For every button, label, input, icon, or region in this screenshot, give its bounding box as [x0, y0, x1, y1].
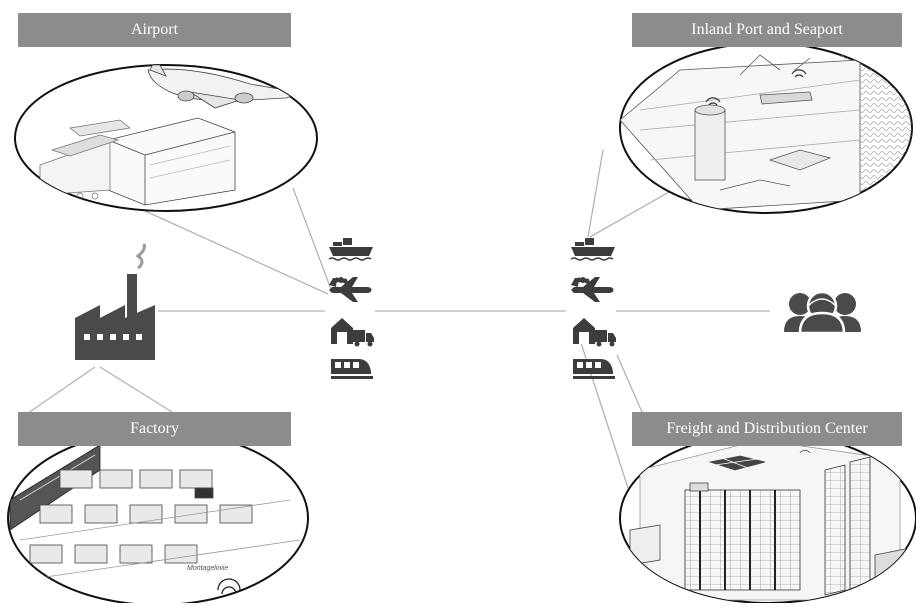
cargo-ship-icon: [328, 238, 373, 261]
line-factory-callout-a: [17, 366, 96, 421]
airplane-drawing: [147, 65, 292, 109]
airplane-icon: [329, 277, 372, 302]
port-scene: [619, 42, 913, 214]
hub-right: [570, 238, 616, 379]
line-freight-callout-b: [616, 354, 643, 413]
label-airport: Airport: [18, 13, 291, 47]
train-icon: [573, 359, 615, 379]
line-factory-callout-b: [99, 366, 173, 413]
line-airport-callout-b: [144, 210, 329, 295]
airplane-icon: [571, 277, 614, 302]
barge-drawing: [759, 91, 813, 105]
line-port-callout-a: [587, 149, 604, 238]
factory-icon: [75, 243, 155, 360]
label-freight-distribution-center: Freight and Distribution Center: [632, 412, 902, 446]
high-bay-rack-left: [684, 482, 801, 591]
factory-scene: [7, 430, 309, 606]
airport-scene: [14, 64, 318, 212]
factory-assembly-sign: Montageliniie: [187, 565, 229, 572]
line-port-callout-b: [589, 187, 677, 238]
silo-drawing: [694, 109, 726, 181]
line-airport-callout-a: [292, 187, 333, 293]
connector-lines: [17, 149, 770, 489]
cargo-ship-icon: [570, 238, 615, 261]
machine-row: [59, 469, 213, 489]
freight-scene: [619, 432, 916, 604]
warehouse-truck-icon: [331, 318, 374, 347]
label-inland-port-seaport: Inland Port and Seaport: [632, 13, 902, 47]
hub-left: [328, 238, 374, 379]
loader-drawing: [39, 119, 131, 200]
warehouse-truck-icon: [573, 318, 616, 347]
label-factory: Factory: [18, 412, 291, 446]
people-group-icon: [784, 290, 861, 335]
train-icon: [331, 359, 373, 379]
